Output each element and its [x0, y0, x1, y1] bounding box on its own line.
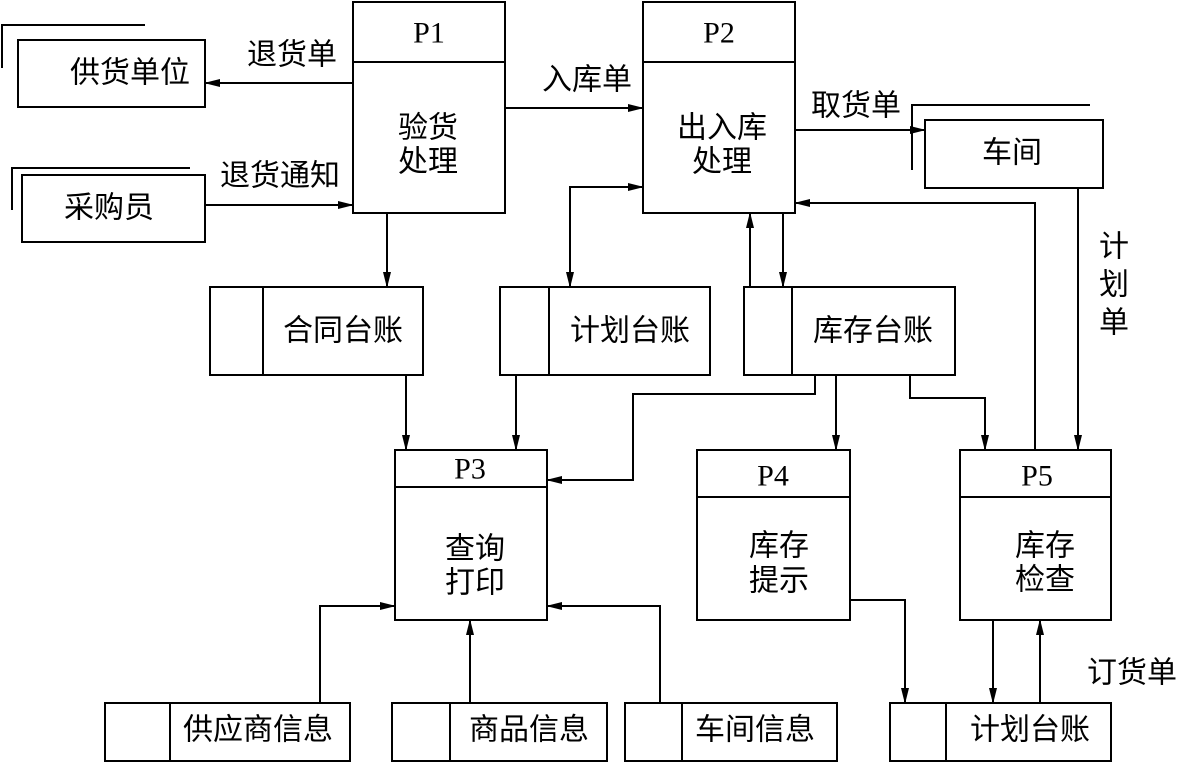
entity-label-supplier: 供货单位	[70, 56, 190, 91]
data-store-box	[499, 286, 711, 376]
process-box	[696, 449, 851, 621]
flow-inventory-ledger-to-p5	[909, 375, 989, 451]
process-id: P3	[454, 453, 486, 486]
data-store-box	[104, 702, 351, 762]
process-id: P1	[413, 17, 445, 50]
process-p5: P5 库存 检查	[959, 449, 1112, 621]
data-store-label: 合同台账	[283, 314, 403, 349]
process-name-line2: 处理	[692, 145, 752, 180]
process-name-line1: 库存	[749, 529, 809, 564]
process-name-line2: 检查	[1015, 563, 1075, 598]
flow-label-stock-in-slip: 入库单	[542, 63, 632, 98]
data-store-box	[743, 286, 956, 376]
data-store-box	[889, 702, 1112, 762]
process-p3: P3 查询 打印	[394, 449, 548, 621]
process-p4: P4 库存 提示	[696, 449, 851, 621]
flow-workshop-info-to-p3	[546, 602, 661, 703]
flow-label-pickup-slip: 取货单	[811, 89, 901, 124]
flow-label-plan-slip: 计划单	[1093, 230, 1128, 344]
data-store-box	[391, 702, 608, 762]
process-name-line2: 处理	[398, 145, 458, 180]
flow-p5-to-p2	[794, 199, 1036, 450]
entity-box	[21, 174, 206, 243]
flow-supplier-info-to-p3	[319, 602, 396, 703]
data-store-label: 车间信息	[695, 713, 815, 748]
flow-inventory-ledger-to-p3	[546, 375, 816, 484]
entity-shadow	[11, 167, 190, 210]
process-name-line1: 出入库	[677, 111, 767, 146]
process-box	[352, 1, 506, 214]
entity-label-purchaser: 采购员	[64, 191, 154, 226]
data-store-goods-info: 商品信息	[391, 702, 608, 762]
process-id: P2	[703, 17, 735, 50]
entity-box	[924, 119, 1104, 189]
data-store-plan-ledger-top: 计划台账	[499, 286, 711, 376]
process-name-line2: 打印	[445, 566, 505, 601]
process-name-line1: 库存	[1015, 529, 1075, 564]
external-entity-supplier: 供货单位	[1, 24, 206, 108]
process-name-line1: 查询	[445, 532, 505, 567]
data-store-box	[624, 702, 838, 762]
entity-shadow	[1, 24, 145, 68]
entity-shadow	[911, 104, 1090, 170]
flow-label-order-slip: 订货单	[1087, 656, 1177, 691]
process-box	[394, 449, 548, 621]
data-store-box	[209, 286, 424, 376]
process-p1: P1 验货 处理	[352, 1, 506, 214]
flow-label-return-notice: 退货通知	[220, 159, 340, 194]
process-name-line1: 验货	[398, 111, 458, 146]
data-store-workshop-info: 车间信息	[624, 702, 838, 762]
data-store-contract-ledger: 合同台账	[209, 286, 424, 376]
data-store-label: 商品信息	[469, 713, 589, 748]
entity-box	[17, 39, 206, 108]
process-id: P5	[1021, 460, 1053, 493]
data-store-inventory-ledger: 库存台账	[743, 286, 956, 376]
data-store-label: 计划台账	[570, 314, 690, 349]
flow-p4-to-plan-ledger	[850, 599, 909, 704]
data-store-label: 库存台账	[813, 314, 933, 349]
process-id: P4	[757, 460, 789, 493]
data-store-supplier-info: 供应商信息	[104, 702, 351, 762]
entity-label-workshop: 车间	[982, 136, 1042, 171]
external-entity-workshop: 车间	[911, 104, 1104, 189]
flow-label-return-slip: 退货单	[247, 38, 337, 73]
process-name-line2: 提示	[749, 564, 809, 599]
process-p2: P2 出入库 处理	[642, 1, 796, 214]
process-box	[959, 449, 1112, 621]
data-store-label: 计划台账	[970, 713, 1090, 748]
flow-p2-plan-ledger-bidirectional	[566, 183, 644, 288]
data-store-plan-ledger-bottom: 计划台账	[889, 702, 1112, 762]
data-store-label: 供应商信息	[183, 713, 333, 748]
external-entity-purchaser: 采购员	[11, 167, 206, 243]
